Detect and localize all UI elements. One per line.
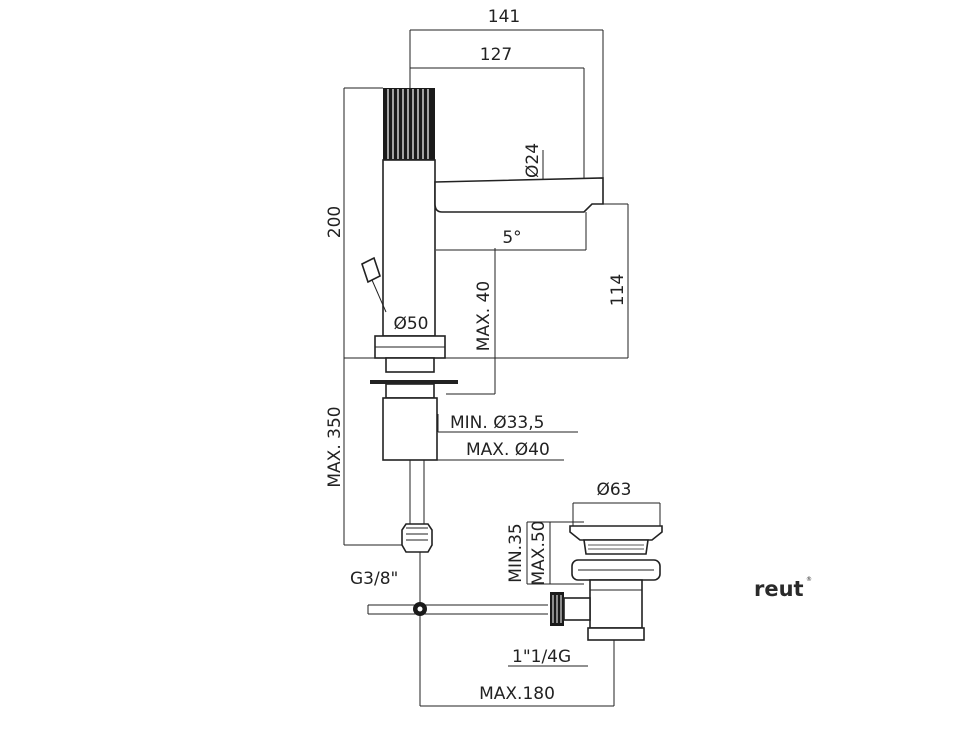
drain-nut xyxy=(587,627,645,641)
shank xyxy=(382,397,438,461)
dimension-diameter-63: Ø63 xyxy=(596,480,631,500)
drain-body xyxy=(589,579,643,629)
dimension-127: 127 xyxy=(480,45,512,65)
registered-mark: ® xyxy=(806,576,812,583)
dimension-labels: 141 127 Ø24 200 5° 114 MAX. 40 Ø50 MAX. … xyxy=(325,7,632,704)
fixing-nut xyxy=(385,357,435,373)
pop-up-lever xyxy=(361,256,381,284)
dimension-max-50: MAX.50 xyxy=(529,521,549,586)
knurled-handle xyxy=(383,88,435,160)
dimension-max-180: MAX.180 xyxy=(479,684,555,704)
dimension-max-40: MAX. 40 xyxy=(474,281,494,351)
dimension-diameter-50: Ø50 xyxy=(393,314,428,334)
dimension-lines xyxy=(343,29,661,707)
thread-g3-8: G3/8" xyxy=(350,569,398,589)
reut-logo: reut xyxy=(754,577,804,601)
dimension-114: 114 xyxy=(608,274,628,306)
lock-nut xyxy=(385,383,435,399)
brand-logo: reut ® xyxy=(754,576,812,601)
faucet-column xyxy=(382,159,436,337)
dimension-141: 141 xyxy=(488,7,520,27)
spout xyxy=(434,177,604,213)
dimension-min-33-5: MIN. Ø33,5 xyxy=(450,413,544,433)
dimension-200: 200 xyxy=(325,206,345,238)
dimension-angle-5: 5° xyxy=(502,228,521,248)
pop-up-rod xyxy=(367,552,548,676)
counter-washer xyxy=(370,380,458,384)
handle-grooves xyxy=(387,89,429,159)
drain-cap xyxy=(569,525,663,541)
dimension-min-35: MIN.35 xyxy=(506,523,526,582)
drain-waste xyxy=(550,525,663,641)
dimension-diameter-24: Ø24 xyxy=(523,143,543,178)
thread-1-1-4g: 1"1/4G xyxy=(512,647,571,667)
dimension-max-350: MAX. 350 xyxy=(325,406,345,487)
dimension-max-diameter-40: MAX. Ø40 xyxy=(466,440,550,460)
faucet-body xyxy=(361,88,604,553)
hose-fitting xyxy=(401,523,433,553)
